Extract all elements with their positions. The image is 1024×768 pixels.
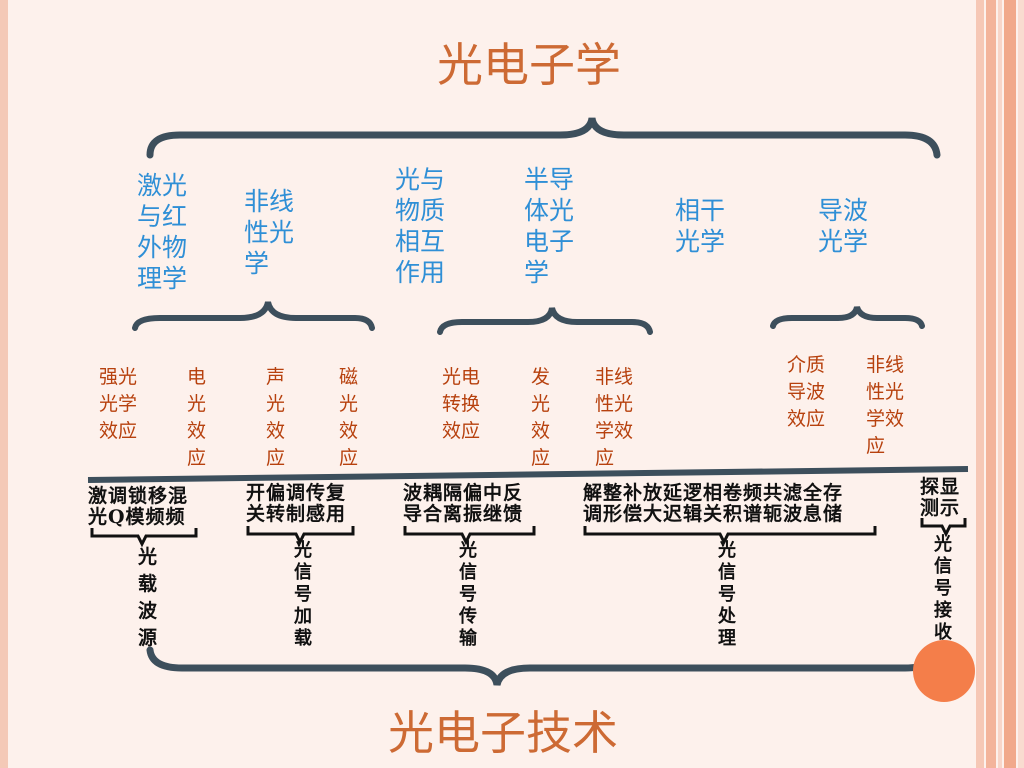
effect-photoelectric-conversion: 光电 转换 效应: [442, 366, 481, 442]
accent-circle: [913, 640, 975, 702]
discipline-semiconductor-optoelectronics: 半导 体光 电子 学: [524, 165, 575, 287]
tech-category-signal-receiving: 光 信 号 接 收: [934, 534, 952, 643]
sub-brace-right: [770, 305, 925, 329]
tech-brace-4: [583, 526, 877, 546]
effect-magneto-optic: 磁 光 效 应: [339, 366, 359, 469]
effect-electro-optic: 电 光 效 应: [187, 366, 207, 469]
decorative-stripes: [976, 0, 1024, 768]
discipline-laser-infrared-physics: 激光 与红 外物 理学: [137, 171, 188, 293]
discipline-nonlinear-optics: 非线 性光 学: [244, 187, 295, 278]
slide-left-border: [0, 0, 8, 768]
effect-nonlinear-optical-2: 非线 性光 学效 应: [866, 354, 905, 457]
tech-category-signal-transmission: 光 信 号 传 输: [459, 540, 477, 649]
tech-brace-1: [90, 528, 198, 548]
tech-category-signal-loading: 光 信 号 加 载: [294, 540, 312, 649]
sub-brace-middle: [437, 307, 653, 335]
discipline-coherent-optics: 相干 光学: [675, 196, 726, 256]
tech-brace-5: [920, 518, 967, 538]
title-optoelectronic-technology: 光电子技术: [388, 706, 618, 760]
tech-items-signal-transmission: 波耦隔偏中反 导合离振继馈: [403, 482, 524, 525]
tech-items-signal-loading: 开偏调传复 关转制感用: [246, 482, 347, 525]
tech-brace-2: [246, 526, 355, 546]
effect-nonlinear-optical-1: 非线 性光 学效 应: [595, 366, 634, 469]
effect-luminescence: 发 光 效 应: [531, 366, 551, 469]
tech-category-light-carrier-source: 光 载 波 源: [138, 546, 158, 649]
tech-items-signal-processing: 解整补放延逻相卷频共滤全存 调形偿大迟辑关积谱轭波息储: [583, 482, 844, 525]
tech-items-signal-receiving: 探显 测示: [920, 476, 961, 519]
top-main-brace: [146, 117, 941, 159]
effect-acousto-optic: 声 光 效 应: [266, 366, 286, 469]
divider-line: [87, 466, 969, 483]
discipline-guided-wave-optics: 导波 光学: [818, 196, 869, 256]
tech-category-signal-processing: 光 信 号 处 理: [718, 540, 736, 649]
bottom-main-brace: [146, 646, 941, 686]
title-optoelectronics: 光电子学: [437, 38, 621, 92]
sub-brace-left: [132, 301, 375, 331]
effect-strong-light: 强光 光学 效应: [99, 366, 138, 442]
tech-items-light-source: 激调锁移混 光Q模频频: [88, 485, 189, 528]
tech-brace-3: [403, 526, 536, 546]
discipline-light-matter-interaction: 光与 物质 相互 作用: [395, 165, 446, 287]
effect-dielectric-waveguide: 介质 导波 效应: [787, 354, 826, 430]
